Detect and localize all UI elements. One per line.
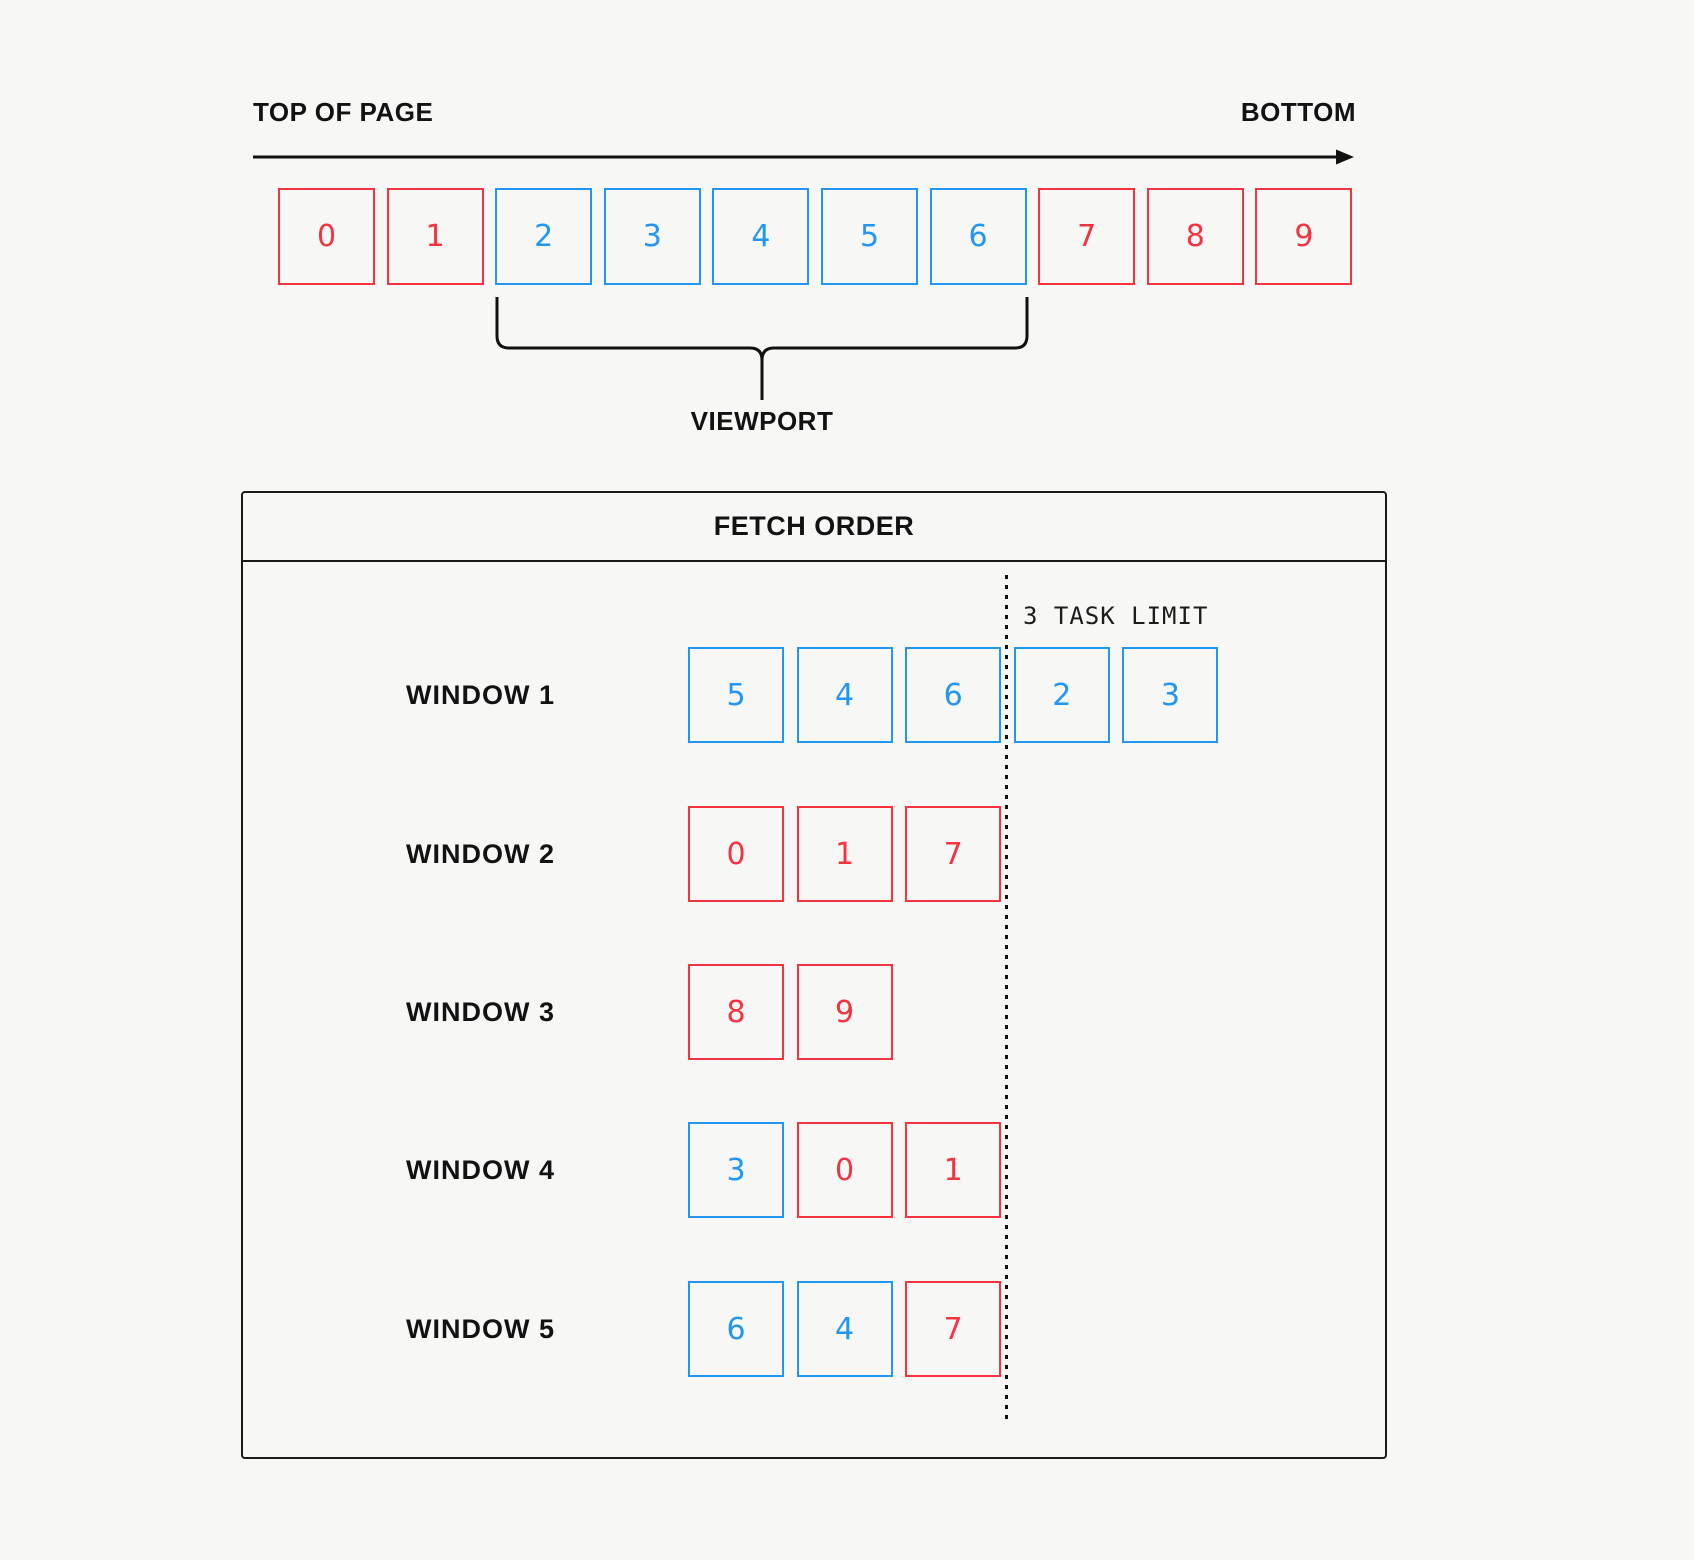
- page-chunk-box-1: 1: [386, 188, 484, 285]
- fetch-box-window1-6: 6: [905, 647, 1002, 743]
- fetch-box-window4-1: 1: [905, 1122, 1002, 1218]
- page-chunk-box-9: 9: [1255, 188, 1353, 285]
- viewport-label: VIEWPORT: [690, 406, 834, 436]
- fetch-box-window2-7: 7: [905, 806, 1002, 902]
- task-limit-divider: [1005, 575, 1008, 1420]
- page-chunk-box-7: 7: [1038, 188, 1136, 285]
- page-chunk-box-5: 5: [821, 188, 918, 285]
- fetch-box-window5-6: 6: [688, 1281, 784, 1377]
- window-label-3: WINDOW 3: [406, 996, 555, 1027]
- fetch-box-window1-5: 5: [688, 647, 784, 743]
- fetch-order-title: FETCH ORDER: [713, 511, 915, 541]
- page-chunk-box-6: 6: [929, 188, 1027, 285]
- fetch-box-window4-3: 3: [688, 1122, 784, 1218]
- window-label-4: WINDOW 4: [406, 1154, 555, 1185]
- page-chunk-box-2: 2: [495, 188, 593, 285]
- page-chunk-box-4: 4: [712, 188, 810, 285]
- page-chunk-box-3: 3: [603, 188, 701, 285]
- fetch-order-panel-header: FETCH ORDER: [243, 493, 1385, 562]
- scroll-direction-arrow: [253, 149, 1354, 165]
- window-label-2: WINDOW 2: [406, 838, 555, 869]
- fetch-box-window3-8: 8: [688, 964, 784, 1060]
- fetch-box-window3-9: 9: [796, 964, 893, 1060]
- fetch-box-window1-4: 4: [796, 647, 893, 743]
- page-chunk-box-0: 0: [278, 188, 375, 285]
- fetch-box-window2-1: 1: [796, 806, 893, 902]
- fetch-box-window2-0: 0: [688, 806, 784, 902]
- fetch-box-window1-3: 3: [1122, 647, 1219, 743]
- fetch-order-panel: FETCH ORDER: [241, 491, 1387, 1459]
- fetch-box-window4-0: 0: [796, 1122, 893, 1218]
- bottom-label: BOTTOM: [1240, 97, 1356, 127]
- window-label-5: WINDOW 5: [406, 1313, 555, 1344]
- fetch-box-window5-4: 4: [796, 1281, 893, 1377]
- page-chunk-box-8: 8: [1146, 188, 1244, 285]
- task-limit-label: 3 TASK LIMIT: [1023, 602, 1209, 630]
- viewport-brace: [495, 297, 1029, 400]
- fetch-box-window5-7: 7: [905, 1281, 1002, 1377]
- window-label-1: WINDOW 1: [406, 679, 555, 710]
- fetch-box-window1-2: 2: [1013, 647, 1110, 743]
- top-of-page-label: TOP OF PAGE: [253, 97, 434, 127]
